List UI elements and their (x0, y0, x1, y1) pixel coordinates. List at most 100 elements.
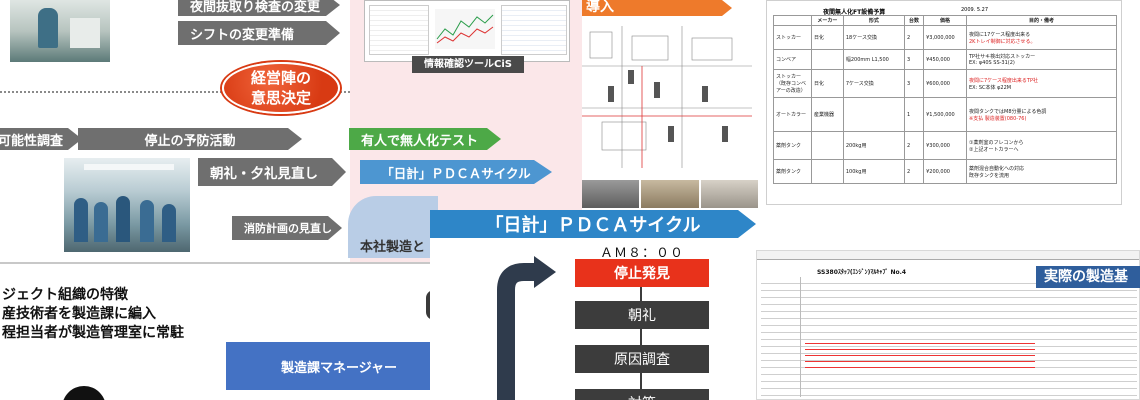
dotted-divider (0, 91, 350, 93)
row-maker (811, 49, 844, 70)
feature-line-3: 程担当者が製造管理室に常駐 (2, 325, 184, 341)
cis-chart-lines (436, 14, 494, 44)
row-maker: 日化 (811, 25, 844, 50)
table-row: 薬剤タンク 100kg用 2 ¥200,000 薬剤混合自動化への対応既存タンク… (773, 159, 1117, 184)
night-inspection-change-arrow: 夜間抜取り検査の変更 (178, 0, 340, 16)
row-qty: 3 (903, 49, 925, 70)
row-price: ¥3,000,000 (923, 25, 967, 50)
row-maker (811, 159, 844, 184)
fire-plan-review-arrow: 消防計画の見直し (232, 216, 342, 240)
pdca-time: ＡＭ８：００ (600, 246, 685, 261)
report-title: SS380ｽﾀｯﾌ(ｴﾝｼﾞﾝ)ﾏﾙｷｬﾌﾟ No.4 (817, 269, 907, 276)
management-decision-oval: 経営陣の 意思決定 (222, 62, 340, 114)
row-type (842, 97, 905, 132)
cleanroom-photo (64, 158, 190, 252)
row-price: ¥450,000 (923, 49, 967, 70)
feature-line-1: ジェクト組織の特徴 (2, 287, 128, 303)
budget-table: メーカー 形式 台数 価格 目的・備考 ストッカー 日化 18ケース交換 2 ¥… (773, 15, 1117, 184)
row-type: 18ケース交換 (842, 25, 905, 50)
budget-date: 2009. 5.27 (961, 7, 989, 13)
manager-box: 製造課マネージャー (226, 342, 452, 390)
budget-header-row: メーカー 形式 台数 価格 目的・備考 (773, 15, 1117, 26)
row-note: 夜間タンクではM8分量による色調※支払 製造装置(080-76) (966, 97, 1117, 132)
row-qty: 2 (903, 131, 925, 160)
stop-detection-box: 停止発見 (575, 259, 709, 287)
report-red-lines (805, 343, 1035, 369)
feasibility-study-arrow: 可能性調査 (0, 128, 82, 150)
budget-col-maker: メーカー (811, 15, 844, 26)
project-features-text: ジェクト組織の特徴 産技術者を製造課に編入 程担当者が製造管理室に常駐 (2, 286, 184, 343)
orange-banner: 導入 (582, 0, 732, 16)
table-row: ストッカー 日化 18ケース交換 2 ¥3,000,000 夜間に17ケース程度… (773, 25, 1117, 50)
row-type: 100kg用 (842, 159, 905, 184)
row-qty: 3 (903, 69, 925, 98)
flow-connector (640, 287, 642, 397)
row-note-line: 夜間タンクではM8分量による色調 (969, 108, 1047, 115)
row-price: ¥600,000 (923, 69, 967, 98)
factory-layout-drawing (582, 26, 752, 168)
row-type: 200kg用 (842, 131, 905, 160)
budget-col-note: 目的・備考 (966, 15, 1117, 26)
row-note-sub: ②上記オートカラーへ (969, 146, 1019, 153)
row-type: 幅200mm L1,500 (842, 49, 905, 70)
row-name: オートカラー (773, 97, 812, 132)
budget-title: 夜間無人化FT設備予算 (823, 9, 886, 16)
row-name: コンベア (773, 49, 812, 70)
nikkei-pdca-small-arrow: 「日計」ＰＤＣＡサイクル (360, 160, 552, 184)
row-name: 薬剤タンク (773, 131, 812, 160)
row-qty: 2 (903, 159, 925, 184)
decision-line-1: 経営陣の (250, 69, 311, 87)
countermeasure-box: 対策 (575, 389, 709, 400)
row-note-line: 薬剤混合自動化への対応 (969, 165, 1025, 172)
row-name: ストッカー（既存コンベアーの改造） (773, 69, 812, 98)
table-row: コンベア 幅200mm L1,500 3 ¥450,000 TP社サキ検出対応ス… (773, 49, 1117, 70)
budget-col-price: 価格 (923, 15, 967, 26)
row-maker (811, 131, 844, 160)
budget-col-blank (773, 15, 812, 26)
section-divider (0, 262, 430, 264)
decision-line-2: 意思決定 (250, 89, 311, 107)
report-left-col (761, 277, 801, 397)
report-banner-label: 実際の製造基 (1044, 269, 1128, 285)
report-banner: 実際の製造基 (1036, 266, 1140, 288)
row-name: ストッカー (773, 25, 812, 50)
row-price: ¥200,000 (923, 159, 967, 184)
preventive-activity-arrow: 停止の予防活動 (78, 128, 302, 150)
table-row: ストッカー（既存コンベアーの改造） 日化 7ケース交換 3 ¥600,000 夜… (773, 69, 1117, 98)
light-blue-curve (348, 196, 438, 258)
row-note-line: 夜間に17ケース程度出来る (969, 31, 1031, 38)
orange-banner-label: 導入 (586, 0, 614, 15)
row-price: ¥1,500,000 (923, 97, 967, 132)
honsha-label: 本社製造と (360, 240, 426, 255)
row-note-sub: 既存タンクを流用 (969, 172, 1010, 179)
row-type: 7ケース交換 (842, 69, 905, 98)
cause-investigation-box: 原因調査 (575, 345, 709, 373)
row-qty: 1 (903, 97, 925, 132)
budget-table-doc: 夜間無人化FT設備予算 2009. 5.27 メーカー 形式 台数 価格 目的・… (766, 0, 1122, 205)
row-note-red: ※支払 製造装置(080-76) (969, 115, 1027, 122)
black-shape-left (62, 386, 106, 400)
row-price: ¥300,000 (923, 131, 967, 160)
budget-col-qty: 台数 (903, 15, 925, 26)
shift-change-prep-arrow: シフトの変更準備 (178, 21, 340, 45)
table-row: オートカラー 産業機器 1 ¥1,500,000 夜間タンクではM8分量による色… (773, 97, 1117, 132)
row-qty: 2 (903, 25, 925, 50)
factory-photo-top (10, 0, 110, 62)
row-note-sub: EX: φ40S SS-31(2) (969, 60, 1015, 66)
morning-meeting-box: 朝礼 (575, 301, 709, 329)
layout-drawing-svg (582, 26, 752, 168)
budget-col-type: 形式 (842, 15, 905, 26)
morning-evening-meeting-arrow: 朝礼・夕礼見直し (198, 158, 346, 186)
row-note-red: 夜間に7ケース程度出来るTP社 (969, 77, 1039, 84)
report-body-lines (761, 277, 1137, 397)
feature-line-2: 産技術者を製造課に編入 (2, 306, 156, 322)
row-maker: 産業機器 (811, 97, 844, 132)
row-note-line: ①薬剤室のフレコンから (969, 139, 1024, 146)
unmanned-test-arrow: 有人で無人化テスト (349, 128, 501, 150)
cis-screenshot (364, 0, 570, 62)
